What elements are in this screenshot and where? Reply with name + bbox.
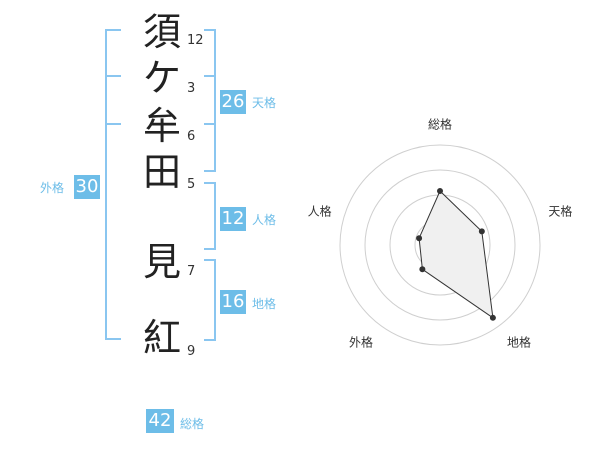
tenkaku-tick-2 xyxy=(204,123,216,125)
stroke-count-1: 12 xyxy=(187,33,204,48)
name-char-6: 紅 xyxy=(142,316,181,360)
name-char-2: ケ xyxy=(142,56,181,100)
radar-point xyxy=(416,235,423,242)
stroke-count-3: 6 xyxy=(187,129,196,144)
gaikaku-tick-1 xyxy=(105,75,121,77)
radar-axis-label: 天格 xyxy=(548,203,572,218)
stroke-count-6: 9 xyxy=(187,344,196,359)
radar-ring xyxy=(339,144,541,346)
name-char-3: 牟 xyxy=(142,104,181,148)
tenkaku-bracket xyxy=(204,29,216,172)
stroke-count-2: 3 xyxy=(187,81,196,96)
gaikaku-bracket xyxy=(105,29,121,340)
radar-polygon xyxy=(418,190,494,319)
radar-axis-label: 地格 xyxy=(507,335,531,350)
radar-axis-label: 総格 xyxy=(428,117,452,132)
name-char-5: 見 xyxy=(142,240,181,284)
jinkaku-label: 人格 xyxy=(252,213,277,227)
tenkaku-badge: 26 xyxy=(220,90,246,114)
radar-point xyxy=(437,188,443,194)
radar-axis-label: 外格 xyxy=(349,335,373,350)
jinkaku-bracket xyxy=(204,182,216,250)
chikaku-label: 地格 xyxy=(252,297,277,311)
jinkaku-badge: 12 xyxy=(220,207,246,231)
gaikaku-label: 外格 xyxy=(40,181,65,195)
gaikaku-badge: 30 xyxy=(74,175,100,199)
chikaku-bracket xyxy=(204,259,216,341)
stroke-count-4: 5 xyxy=(187,177,196,192)
gaikaku-tick-2 xyxy=(105,123,121,125)
radar-point xyxy=(489,314,496,321)
tenkaku-tick-1 xyxy=(204,75,216,77)
stroke-count-5: 7 xyxy=(187,264,196,279)
radar-point xyxy=(419,266,426,273)
chikaku-badge: 16 xyxy=(220,290,246,314)
name-char-4: 田 xyxy=(142,150,181,194)
soukaku-badge: 42 xyxy=(146,409,174,433)
radar-point xyxy=(478,228,485,235)
tenkaku-label: 天格 xyxy=(252,96,277,110)
soukaku-label: 総格 xyxy=(180,417,205,431)
radar-ring xyxy=(364,169,516,321)
radar-axis-label: 人格 xyxy=(308,203,332,218)
name-char-1: 須 xyxy=(142,10,181,54)
